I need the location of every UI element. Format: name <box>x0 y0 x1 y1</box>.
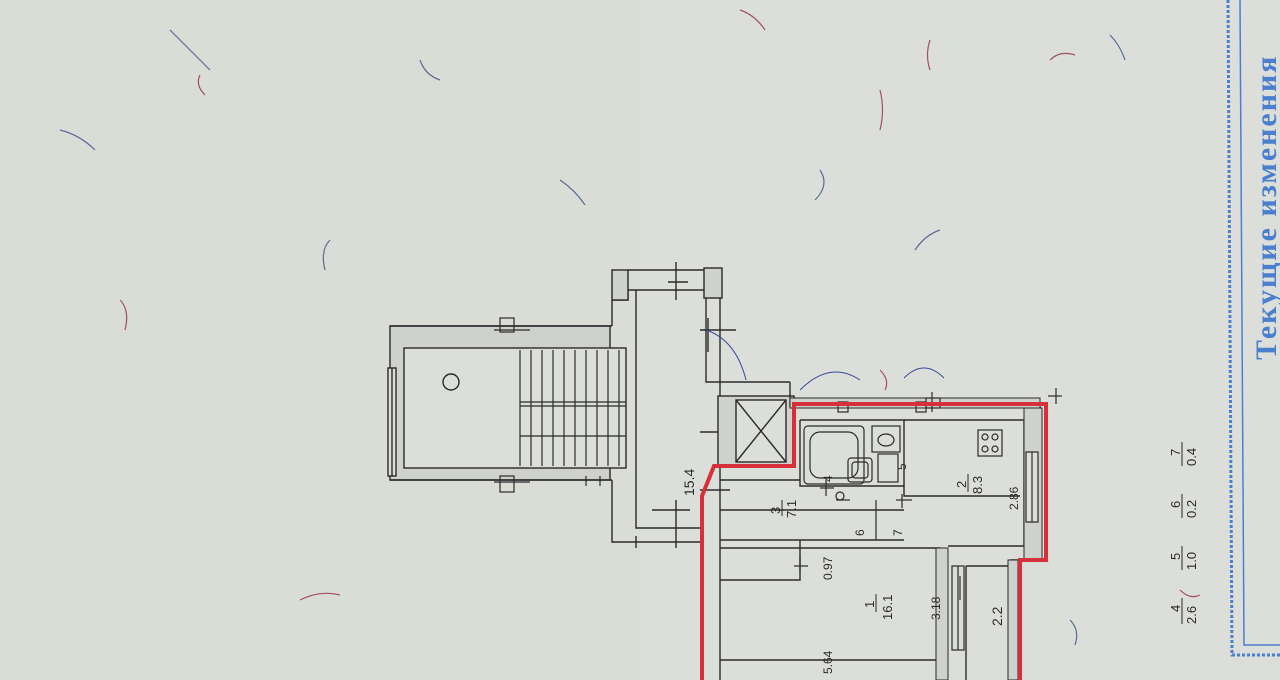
room1-width-label: 3.18 <box>929 596 943 620</box>
passage-width-label: 0.97 <box>821 556 835 580</box>
room3-number-label: 3 <box>768 507 783 514</box>
room6-number-label: 6 <box>853 529 867 536</box>
legend-6-area: 0.2 <box>1184 500 1199 518</box>
room1-length-label: 5.64 <box>821 650 835 674</box>
area-legend: 4 2.6 5 1.0 6 0.2 7 0.4 <box>1168 442 1199 624</box>
bathtub <box>803 425 865 485</box>
stair-steps <box>519 350 626 466</box>
sink <box>847 457 873 483</box>
room1-number-label: 1 <box>862 601 877 608</box>
apartment-windows <box>951 451 1039 651</box>
legend-4-number: 4 <box>1168 605 1183 612</box>
room1-area-label: 16.1 <box>880 595 895 620</box>
apartment-highlight-outline <box>700 402 1048 680</box>
stove <box>977 429 1003 457</box>
legend-7-area: 0.4 <box>1184 448 1199 466</box>
stamp-text: Текущие изменения <box>1250 54 1280 360</box>
room3-area-label: 7.1 <box>784 500 799 518</box>
legend-6-number: 6 <box>1168 501 1183 508</box>
kitchen-width-label: 2.86 <box>1007 486 1021 510</box>
wall-tick-marks <box>794 388 1062 600</box>
riser-symbols <box>835 392 941 540</box>
stairwell <box>387 325 627 481</box>
room5-number-label: 5 <box>895 463 909 470</box>
room2-number-label: 2 <box>954 481 969 488</box>
room7-number-label: 7 <box>891 529 905 536</box>
toilet <box>871 425 901 483</box>
corridor-length-label: 15.4 <box>681 469 697 496</box>
elevator-shaft <box>717 395 795 467</box>
balcony-width-label: 2.2 <box>989 606 1005 626</box>
room4-number-label: 4 <box>821 475 835 482</box>
paper-fibers <box>59 9 1201 646</box>
stair-markers <box>494 317 601 493</box>
common-corridor <box>611 262 790 548</box>
door-swings <box>705 329 945 391</box>
legend-5-area: 1.0 <box>1184 552 1199 570</box>
legend-4-area: 2.6 <box>1184 606 1199 624</box>
legend-5-number: 5 <box>1168 553 1183 560</box>
room2-area-label: 8.3 <box>970 476 985 494</box>
stamp-frame <box>1226 0 1280 657</box>
legend-7-number: 7 <box>1168 449 1183 456</box>
